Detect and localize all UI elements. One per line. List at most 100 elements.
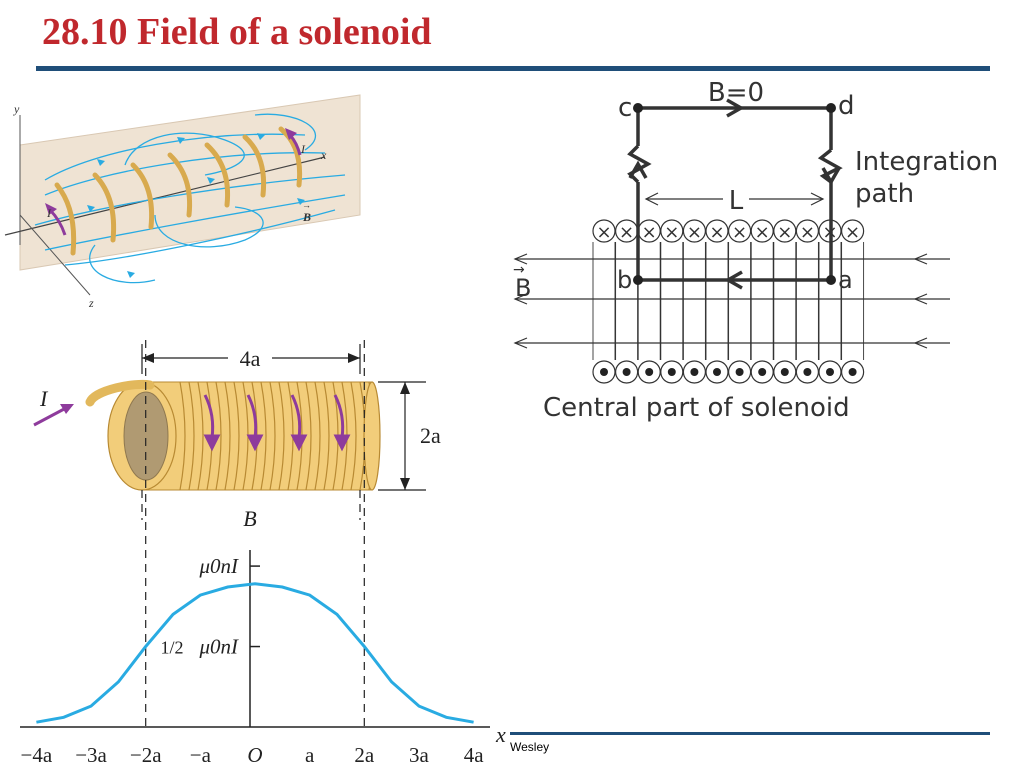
coil-diameter-label: 2a xyxy=(420,423,441,448)
wire-dot-icon xyxy=(780,368,789,376)
coil-turn xyxy=(323,381,330,491)
coil-turn xyxy=(233,381,240,491)
input-current-arrow-icon xyxy=(33,406,67,427)
wire-cross-glyph: × xyxy=(619,222,634,243)
wire-cross-glyph: × xyxy=(800,222,815,243)
axis-x-label: x xyxy=(320,148,327,162)
coil-current-label: I xyxy=(39,386,49,411)
amperian-loop-figure: → B ×××××××××××× L B=0 c d b a Integrati… xyxy=(513,78,998,423)
corner-d-label: d xyxy=(838,91,855,121)
integration-arrowheads-icon xyxy=(628,98,841,290)
axis-z-label: z xyxy=(88,296,94,310)
wire-dot-icon xyxy=(645,368,654,376)
y-tick-prefix: 1/2 xyxy=(160,638,183,658)
wire-cross-glyph: × xyxy=(755,222,770,243)
wire-into-page-icon xyxy=(841,219,865,243)
x-tick-label: 4a xyxy=(464,743,485,767)
coil-turn xyxy=(197,381,204,491)
wire-cross-glyph: × xyxy=(845,222,860,243)
b-field-curve xyxy=(36,582,474,724)
solenoid-caption: Central part of solenoid xyxy=(543,393,850,423)
footer-text: Wesley xyxy=(510,740,550,754)
coil-loops xyxy=(54,126,303,256)
wire-verticals xyxy=(592,242,865,360)
wire-cross-glyph: × xyxy=(596,222,611,243)
x-tick-label: −2a xyxy=(130,743,162,767)
wire-cross-glyph: × xyxy=(709,222,724,243)
corner-c-label: c xyxy=(618,93,632,123)
interior-field-vector-glyph: → xyxy=(513,262,525,278)
corner-a-label: a xyxy=(838,266,853,294)
corner-points xyxy=(633,103,836,285)
wire-dot-icon xyxy=(758,368,767,376)
chart-ylabel: B xyxy=(243,506,256,531)
current-label-back: I xyxy=(300,142,306,156)
x-tick-label: 3a xyxy=(409,743,430,767)
wire-dot-icon xyxy=(803,368,812,376)
current-label-front: I xyxy=(46,206,52,220)
field-arrowheads xyxy=(87,133,305,278)
coil-current-arrows-icon xyxy=(203,394,351,452)
current-arrowhead-front-icon xyxy=(45,203,57,215)
x-tick-label: −a xyxy=(190,743,212,767)
field-arrowheads-left-icon xyxy=(513,253,928,349)
title-rule xyxy=(36,66,990,71)
wire-into-page-icon xyxy=(705,219,729,243)
coil-turn xyxy=(278,381,285,491)
coil-turn xyxy=(260,381,267,491)
wire-into-page-icon xyxy=(660,219,684,243)
solenoid-3d-figure: y x z I I → B xyxy=(4,94,361,310)
wire-dot-icon xyxy=(826,368,834,376)
wires-into-page-row: ×××××××××××× xyxy=(592,219,865,243)
wire-into-page-icon xyxy=(728,219,752,243)
wire-into-page-icon xyxy=(773,219,797,243)
coil-turn xyxy=(305,381,312,491)
coil-turn xyxy=(269,381,276,491)
x-tick-label: O xyxy=(247,743,262,767)
length-label: L xyxy=(729,186,744,216)
integration-label-line2: path xyxy=(855,179,914,209)
wire-cross-glyph: × xyxy=(642,222,657,243)
y-tick-label: μ0nI xyxy=(198,554,239,578)
coil-length-label: 4a xyxy=(240,346,261,371)
corner-b-label: b xyxy=(617,266,632,294)
footer-rule xyxy=(510,732,990,735)
coil-turns xyxy=(179,381,375,491)
chart-xlabel: x xyxy=(495,722,506,747)
coil-turn xyxy=(215,381,222,491)
wire-cross-glyph: × xyxy=(732,222,747,243)
wires-out-of-page-row xyxy=(592,360,865,384)
x-tick-label: a xyxy=(305,743,315,767)
coil-turn xyxy=(188,381,195,491)
interior-field-lines xyxy=(515,258,950,344)
wire-dot-icon xyxy=(713,368,721,376)
xy-plane xyxy=(19,94,361,271)
interior-field-label: B xyxy=(515,274,531,302)
coil-turn xyxy=(314,381,321,491)
coil-turn xyxy=(224,381,231,491)
coil-turn xyxy=(179,381,186,491)
wire-dot-icon xyxy=(622,368,631,376)
x-tick-label: −3a xyxy=(75,743,107,767)
current-arrowhead-back-icon xyxy=(285,128,297,140)
x-tick-label: 2a xyxy=(354,743,375,767)
wire-dot-icon xyxy=(848,368,857,376)
wire-dot-icon xyxy=(690,368,699,376)
wire-cross-glyph: × xyxy=(664,222,679,243)
wire-dot-icon xyxy=(600,368,608,376)
axis-y-label: y xyxy=(13,102,20,116)
y-tick-label: μ0nI xyxy=(198,635,239,659)
field-label-3d: B xyxy=(302,210,311,224)
wire-dot-icon xyxy=(735,368,744,376)
field-zero-label: B=0 xyxy=(708,78,764,108)
z-axis xyxy=(19,214,91,296)
slide-title: 28.10 Field of a solenoid xyxy=(42,11,432,53)
wire-cross-glyph: × xyxy=(777,222,792,243)
wire-dot-icon xyxy=(667,368,676,376)
integration-label-line1: Integration xyxy=(855,147,998,177)
coil-figure: 4a 2a I xyxy=(33,344,441,520)
coil-turn xyxy=(350,381,357,491)
wire-cross-glyph: × xyxy=(687,222,702,243)
field-vector-glyph: → xyxy=(302,200,311,210)
